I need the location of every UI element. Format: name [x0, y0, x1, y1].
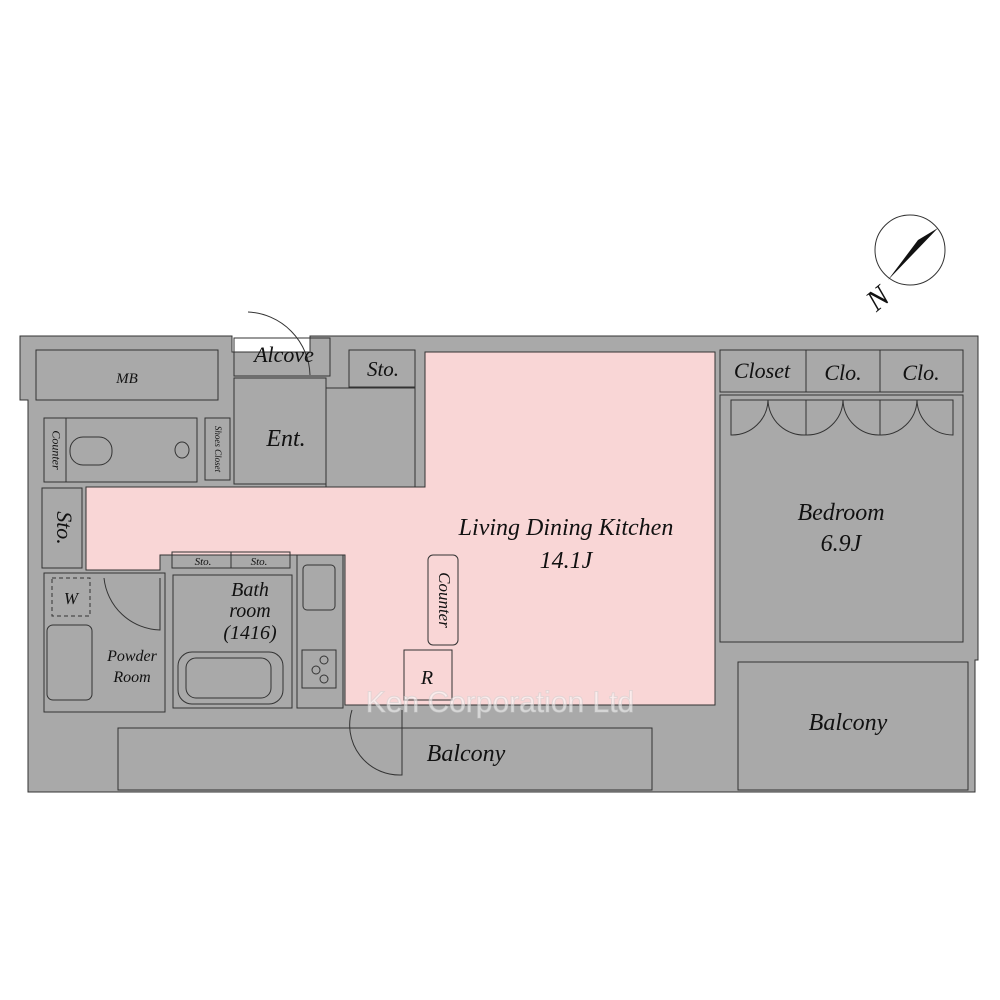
sink-icon	[174, 441, 190, 459]
label-alcove: Alcove	[252, 342, 314, 367]
label-balcony-bedroom: Balcony	[809, 710, 888, 736]
label-bath-2: room	[229, 600, 270, 622]
label-sto-top: Sto.	[367, 357, 399, 381]
label-ldk-counter: Counter	[435, 572, 454, 628]
label-bath-3: (1416)	[223, 622, 277, 644]
room-sto-top	[348, 349, 416, 388]
label-ldk-size: 14.1J	[540, 548, 594, 574]
room-ldk	[85, 351, 716, 706]
vanity-icon	[46, 624, 93, 701]
label-clo-2: Clo.	[902, 360, 939, 385]
label-bath-1: Bath	[231, 579, 269, 601]
label-refrigerator: R	[420, 667, 433, 689]
kitchen-sink-icon	[302, 564, 336, 611]
stove-icon	[301, 649, 337, 689]
bath-door-icon	[103, 577, 161, 631]
toilet-fixture-icon	[69, 436, 113, 466]
label-balcony-main: Balcony	[427, 741, 506, 767]
label-mb: MB	[115, 371, 138, 387]
room-shoes-closet	[204, 417, 231, 481]
room-bath	[172, 574, 293, 709]
label-bedroom-name: Bedroom	[797, 500, 884, 526]
toilet-counter	[43, 417, 67, 483]
closet-doors-icon	[730, 399, 954, 436]
label-entrance: Ent.	[265, 426, 305, 452]
compass: N	[859, 214, 946, 318]
label-clo-1: Clo.	[824, 360, 861, 385]
room-powder	[43, 572, 166, 713]
washer-icon	[51, 577, 91, 617]
room-closets	[719, 349, 964, 393]
label-bedroom-size: 6.9J	[821, 531, 863, 557]
entry-door-icon	[247, 311, 311, 376]
room-alcove	[233, 337, 331, 377]
balcony-door-icon	[349, 709, 403, 776]
room-sto-left	[41, 487, 83, 569]
label-powder-2: Room	[112, 669, 150, 686]
label-ldk-name: Living Dining Kitchen	[458, 515, 674, 541]
room-bedroom	[719, 394, 964, 643]
label-sto-left: Sto.	[52, 511, 77, 545]
balcony-bedroom	[737, 661, 969, 791]
label-toilet-counter: Counter	[49, 430, 63, 470]
refrigerator-space	[403, 649, 453, 701]
label-washer: W	[64, 589, 80, 608]
label-sto-small-2: Sto.	[251, 556, 268, 568]
label-shoes-closet: Shoes Closet	[213, 426, 223, 473]
room-mb	[35, 349, 219, 401]
label-powder-1: Powder	[106, 648, 158, 665]
balcony-main	[117, 727, 653, 791]
bathtub-icon	[177, 651, 284, 705]
north-arrow-icon	[888, 228, 938, 280]
compass-label: N	[859, 278, 898, 318]
label-closet: Closet	[734, 358, 791, 383]
ldk-counter	[427, 554, 459, 646]
label-sto-small-1: Sto.	[195, 556, 212, 568]
watermark: Ken Corporation Ltd	[366, 686, 635, 719]
kitchen-counter	[296, 554, 344, 709]
